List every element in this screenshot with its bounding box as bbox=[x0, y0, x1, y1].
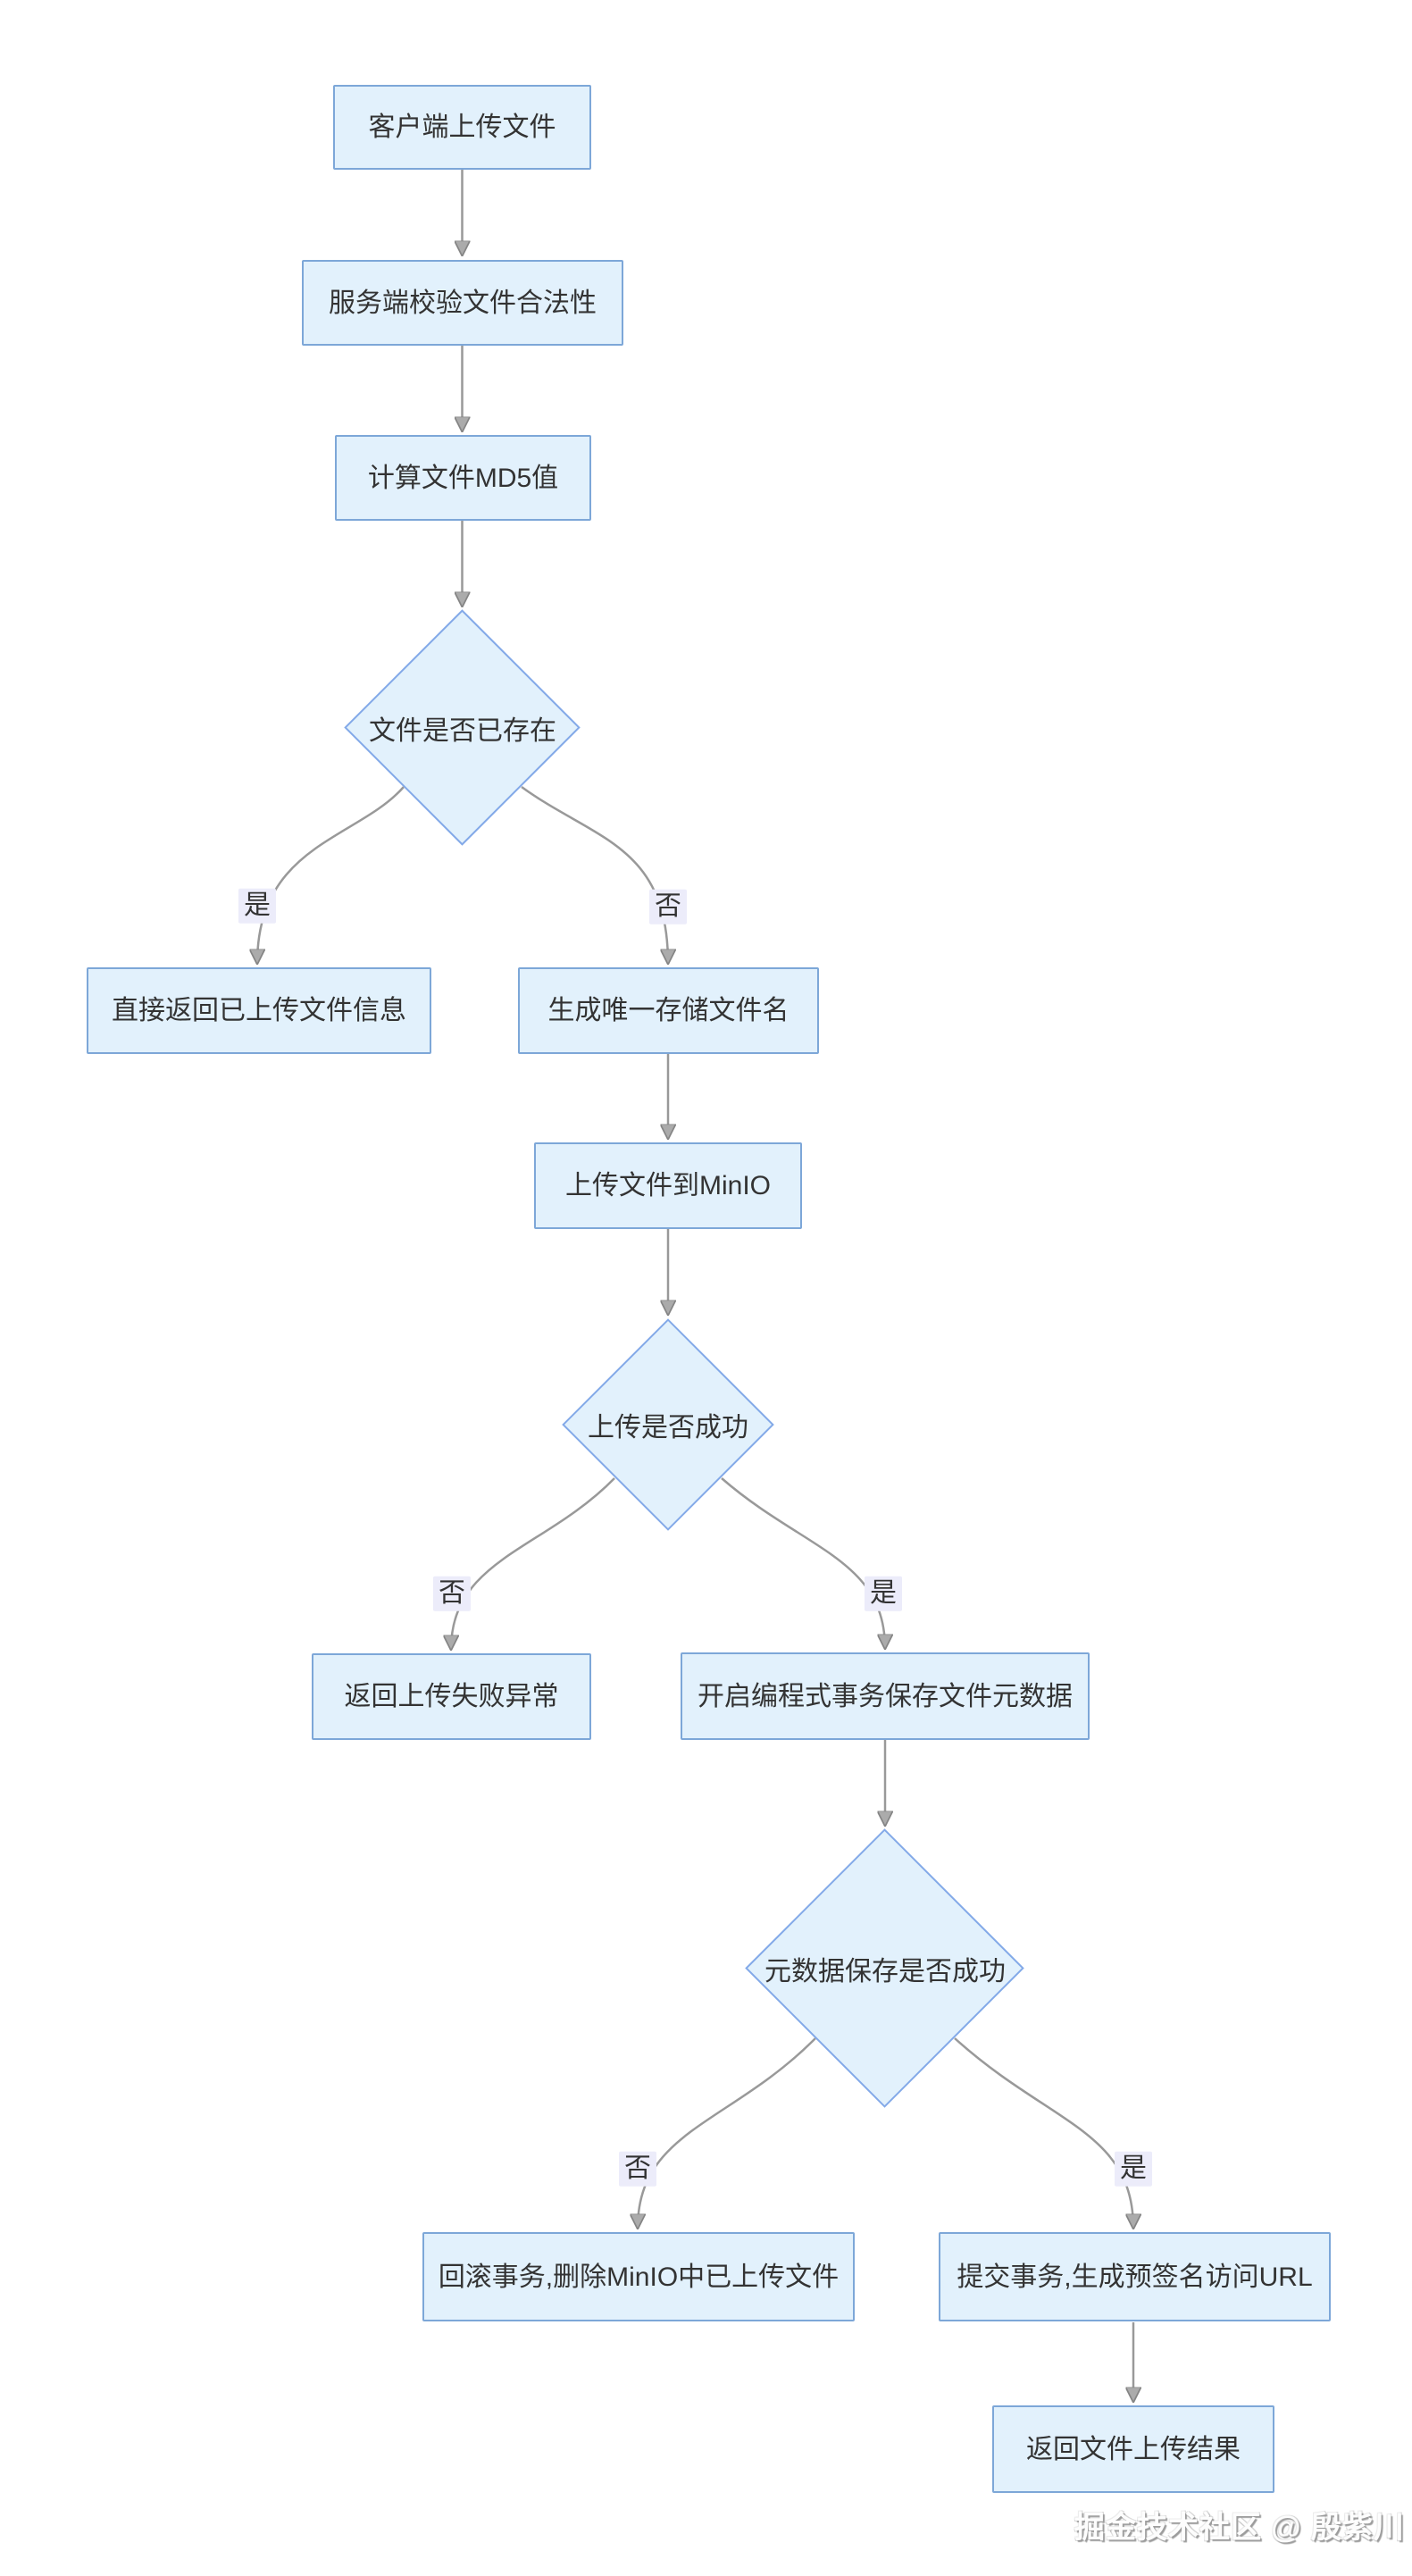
edge-label-success-no: 否 bbox=[433, 1576, 471, 1611]
node-return-result: 返回文件上传结果 bbox=[992, 2405, 1274, 2493]
node-rollback-delete-label: 回滚事务,删除MinIO中已上传文件 bbox=[438, 2262, 840, 2292]
edge-metadata-no bbox=[638, 2037, 816, 2229]
node-return-result-label: 返回文件上传结果 bbox=[1026, 2434, 1241, 2464]
decision-metadata-saved-label: 元数据保存是否成功 bbox=[764, 1957, 1006, 1986]
node-return-existing-info: 直接返回已上传文件信息 bbox=[87, 967, 431, 1054]
edge-exists-yes bbox=[257, 786, 405, 964]
node-rollback-delete: 回滚事务,删除MinIO中已上传文件 bbox=[422, 2232, 855, 2321]
node-return-upload-error: 返回上传失败异常 bbox=[312, 1653, 591, 1740]
edge-exists-no bbox=[521, 785, 668, 964]
node-return-upload-error-label: 返回上传失败异常 bbox=[344, 1682, 559, 1711]
decision-file-exists-label: 文件是否已存在 bbox=[369, 716, 556, 746]
node-commit-presign-url: 提交事务,生成预签名访问URL bbox=[939, 2232, 1331, 2321]
node-save-metadata-tx: 开启编程式事务保存文件元数据 bbox=[681, 1652, 1090, 1740]
edge-label-metadata-no: 否 bbox=[619, 2151, 656, 2187]
edge-label-metadata-yes: 是 bbox=[1115, 2151, 1152, 2187]
node-commit-presign-url-label: 提交事务,生成预签名访问URL bbox=[957, 2262, 1313, 2292]
node-client-upload-label: 客户端上传文件 bbox=[368, 113, 556, 142]
edge-success-yes bbox=[721, 1477, 885, 1649]
node-validate-file-label: 服务端校验文件合法性 bbox=[329, 288, 597, 318]
decision-upload-success-label: 上传是否成功 bbox=[588, 1413, 748, 1443]
edge-label-success-yes: 是 bbox=[865, 1576, 902, 1611]
edge-success-no bbox=[451, 1477, 615, 1650]
node-save-metadata-tx-label: 开启编程式事务保存文件元数据 bbox=[698, 1681, 1073, 1711]
node-upload-minio-label: 上传文件到MinIO bbox=[564, 1171, 771, 1200]
watermark: 掘金技术社区 @ 殷紫川 bbox=[1074, 2511, 1405, 2545]
edge-metadata-yes bbox=[954, 2037, 1133, 2229]
node-generate-filename: 生成唯一存储文件名 bbox=[518, 967, 819, 1054]
edge-label-exists-yes: 是 bbox=[238, 888, 276, 924]
node-return-existing-info-label: 直接返回已上传文件信息 bbox=[112, 996, 406, 1025]
node-client-upload: 客户端上传文件 bbox=[333, 85, 591, 170]
node-upload-minio: 上传文件到MinIO bbox=[534, 1142, 802, 1229]
edge-label-exists-no: 否 bbox=[649, 889, 687, 924]
node-calc-md5: 计算文件MD5值 bbox=[335, 435, 591, 521]
node-calc-md5-label: 计算文件MD5值 bbox=[367, 463, 559, 493]
node-validate-file: 服务端校验文件合法性 bbox=[302, 260, 623, 346]
node-generate-filename-label: 生成唯一存储文件名 bbox=[547, 996, 790, 1025]
